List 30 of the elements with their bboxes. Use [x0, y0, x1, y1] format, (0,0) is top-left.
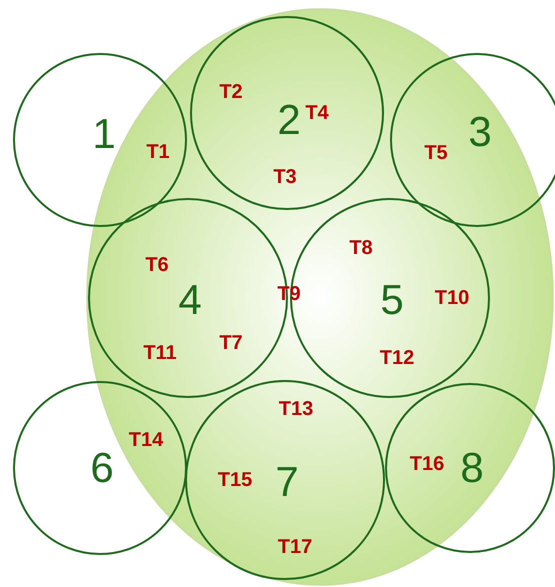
circle-number: 7 — [275, 461, 299, 503]
ellipse — [86, 8, 554, 586]
circle — [185, 380, 385, 580]
region-label: T7 — [219, 333, 243, 353]
circle-number: 1 — [92, 113, 116, 155]
region-label: T8 — [349, 238, 373, 258]
region-label: T1 — [146, 142, 170, 162]
region-label: T12 — [380, 348, 414, 368]
circle-number: 5 — [380, 279, 404, 321]
region-label: T3 — [273, 167, 297, 187]
circle-number: 6 — [90, 447, 114, 489]
region-label: T6 — [145, 255, 169, 275]
region-label: T4 — [305, 103, 329, 123]
circle — [190, 16, 384, 210]
region-label: T2 — [219, 82, 243, 102]
circle — [13, 53, 187, 227]
region-label: T15 — [218, 470, 252, 490]
region-label: T14 — [128, 430, 164, 450]
circle — [390, 53, 555, 227]
circle — [13, 381, 187, 555]
region-label: T10 — [434, 288, 470, 308]
circle-number: 2 — [277, 99, 301, 141]
region-label: T11 — [143, 343, 177, 363]
circle-number: 8 — [460, 447, 484, 489]
region-label: T13 — [278, 399, 314, 419]
circle-number: 3 — [468, 111, 492, 153]
circle-number: 4 — [178, 279, 202, 321]
region-label: T17 — [278, 537, 312, 557]
region-label: T5 — [424, 143, 448, 163]
region-label: T16 — [410, 454, 444, 474]
